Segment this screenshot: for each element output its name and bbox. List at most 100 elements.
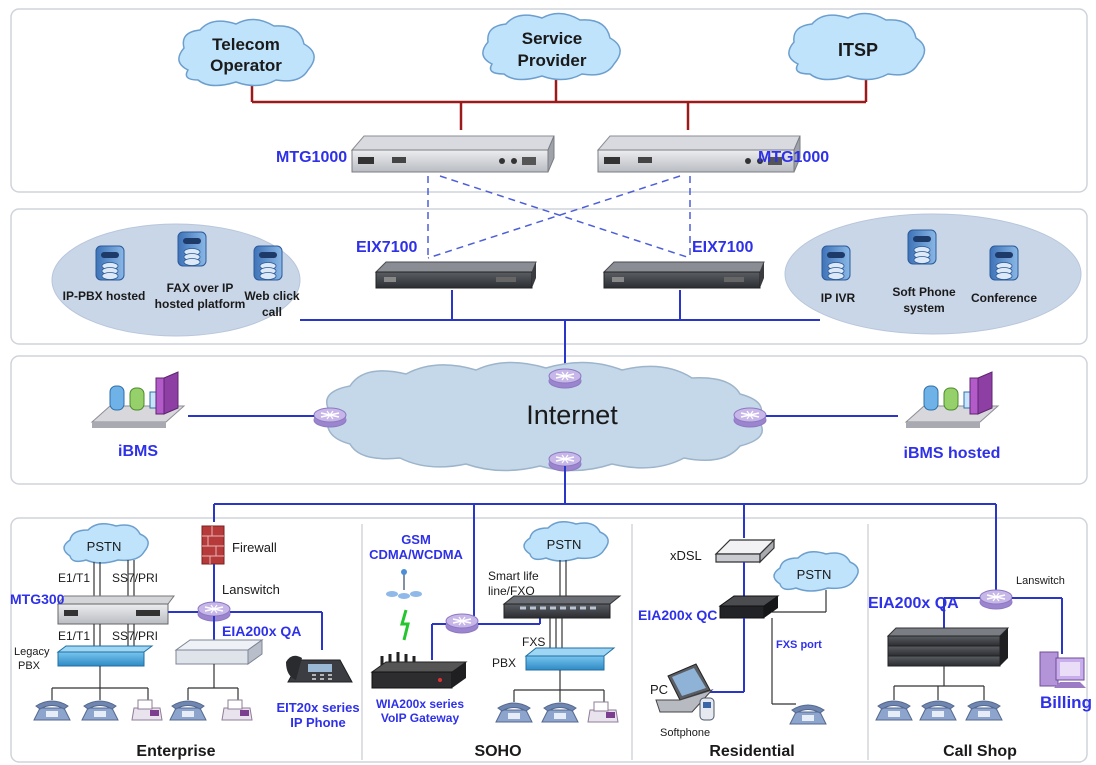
pc-label: PC xyxy=(650,682,668,697)
mtg1000-right-label: MTG1000 xyxy=(758,149,829,166)
internet-left-router-icon xyxy=(313,407,347,428)
wireless-signal-icon xyxy=(400,609,410,641)
pbx-label: PBX xyxy=(492,656,516,670)
telecom-operator-cloud: Telecom Operator xyxy=(178,18,315,87)
service-label-2: Provider xyxy=(518,51,587,70)
soho-phone-icon xyxy=(541,702,579,723)
billing-computer-icon xyxy=(1039,651,1086,688)
carrier-trunk-lines xyxy=(250,76,868,130)
eix7100-left: EIX7100 xyxy=(356,239,537,289)
internet-cloud: Internet xyxy=(326,361,763,472)
telecom-label-2: Operator xyxy=(210,56,282,75)
residential-phone-icon xyxy=(789,704,827,725)
callshop-segment: EIA200x QA Lanswitch Billing C xyxy=(868,575,1092,760)
gsm-label-1: GSM xyxy=(401,532,431,547)
cell-tower-icon xyxy=(386,569,422,599)
soho-pbx-device xyxy=(525,655,605,671)
residential-segment-label: Residential xyxy=(709,743,794,760)
eit20x-label-2: IP Phone xyxy=(290,715,345,730)
residential-pstn-label: PSTN xyxy=(797,567,832,582)
wia200x-gateway-device xyxy=(370,652,468,689)
mtg1000-right: MTG1000 xyxy=(597,135,829,173)
laptop-icon xyxy=(655,663,714,713)
conference-label: Conference xyxy=(971,291,1037,305)
gsm-label-2: CDMA/WCDMA xyxy=(369,547,463,562)
eix7100-right: EIX7100 xyxy=(603,239,765,289)
legacy-pbx-device xyxy=(57,651,145,667)
fax-label-1: FAX over IP xyxy=(167,281,234,295)
access-distribution-lines xyxy=(213,466,997,616)
callshop-lanswitch-icon xyxy=(979,589,1013,610)
soho-segment: GSM CDMA/WCDMA WIA200x series VoIP xyxy=(369,521,622,760)
smart-life-label-2: line/FXO xyxy=(488,584,535,598)
internet-label: Internet xyxy=(526,400,618,430)
lanswitch-label: Lanswitch xyxy=(222,582,280,597)
eia200x-qc-label: EIA200x QC xyxy=(638,607,717,623)
ivr-server-icon xyxy=(821,245,851,281)
softphone-handset-icon xyxy=(699,697,715,721)
eix7100-left-label: EIX7100 xyxy=(356,239,417,256)
firewall-icon xyxy=(201,525,225,565)
mtg300-label: MTG300 xyxy=(10,591,65,607)
callshop-lanswitch-label: Lanswitch xyxy=(1016,575,1065,587)
webclick-label-1: Web click xyxy=(244,289,299,303)
soho-lanswitch-icon xyxy=(445,613,479,634)
itsp-label: ITSP xyxy=(838,40,878,60)
telecom-label-1: Telecom xyxy=(212,35,280,54)
fxs-label: FXS xyxy=(522,635,545,649)
enterprise-eia200x-qa-label: EIA200x QA xyxy=(222,623,301,639)
dashed-links xyxy=(427,175,691,259)
internet-right-router-icon xyxy=(733,407,767,428)
enterprise-pstn-label: PSTN xyxy=(87,539,122,554)
soho-pstn-label: PSTN xyxy=(547,537,582,552)
smart-life-label-1: Smart life xyxy=(488,569,539,583)
ss7pri-top-label: SS7/PRI xyxy=(112,571,158,585)
eit20x-label-1: EIT20x series xyxy=(276,700,359,715)
ibms-right: iBMS hosted xyxy=(766,371,1000,462)
legacy-pbx-label-1: Legacy xyxy=(14,646,50,658)
eit20x-ip-phone-icon xyxy=(286,655,353,683)
ivr-label: IP IVR xyxy=(821,291,856,305)
billing-label: Billing xyxy=(1040,693,1092,712)
wia200x-label-2: VoIP Gateway xyxy=(381,711,460,725)
mtg300-device xyxy=(57,603,169,625)
wia200x-label-1: WIA200x series xyxy=(376,697,464,711)
mtg1000-left: MTG1000 xyxy=(276,135,555,173)
fax-label-2: hosted platform xyxy=(155,297,246,311)
softphone-label: Softphone xyxy=(660,727,710,739)
callshop-phone-icon xyxy=(965,700,1003,721)
left-services-group: IP-PBX hosted FAX over IP hosted platfor… xyxy=(51,223,301,337)
soho-gateway-device xyxy=(503,603,611,619)
callshop-phone-icon xyxy=(875,700,913,721)
ippbx-server-icon xyxy=(95,245,125,281)
e1t1-bottom-label: E1/T1 xyxy=(58,629,90,643)
enterprise-phone-icon xyxy=(33,700,71,721)
ss7pri-bottom-label: SS7/PRI xyxy=(112,629,158,643)
webclick-server-icon xyxy=(253,245,283,281)
callshop-phone-icon xyxy=(919,700,957,721)
enterprise-phone-icon xyxy=(81,700,119,721)
enterprise-eia-phone-icon xyxy=(169,700,207,721)
softphone-system-label-1: Soft Phone xyxy=(892,285,956,299)
ibms-left: iBMS xyxy=(91,371,314,460)
enterprise-eia-device xyxy=(175,649,249,665)
service-label-1: Service xyxy=(522,29,583,48)
eia200x-qc-device xyxy=(719,605,765,619)
soho-segment-label: SOHO xyxy=(474,743,521,760)
xdsl-modem-icon xyxy=(714,538,776,564)
residential-segment: xDSL PSTN EIA200x QC FXS port PC Softpho… xyxy=(638,538,859,760)
enterprise-segment: PSTN E1/T1 SS7/PRI MTG300 E1/T1 SS7/PRI … xyxy=(10,523,360,760)
legacy-pbx-label-2: PBX xyxy=(18,660,41,672)
eix7100-right-label: EIX7100 xyxy=(692,239,753,256)
right-services-group: IP IVR Soft Phone system Conference xyxy=(784,213,1082,335)
soho-phone-icon xyxy=(495,702,533,723)
firewall-label: Firewall xyxy=(232,540,277,555)
enterprise-segment-label: Enterprise xyxy=(136,743,215,760)
internet-top-router-icon xyxy=(548,368,582,389)
callshop-eia200x-qa-label: EIA200x QA xyxy=(868,595,959,612)
e1t1-top-label: E1/T1 xyxy=(58,571,90,585)
softphone-server-icon xyxy=(907,229,937,265)
webclick-label-2: call xyxy=(262,305,282,319)
ibms-left-label: iBMS xyxy=(118,443,158,460)
